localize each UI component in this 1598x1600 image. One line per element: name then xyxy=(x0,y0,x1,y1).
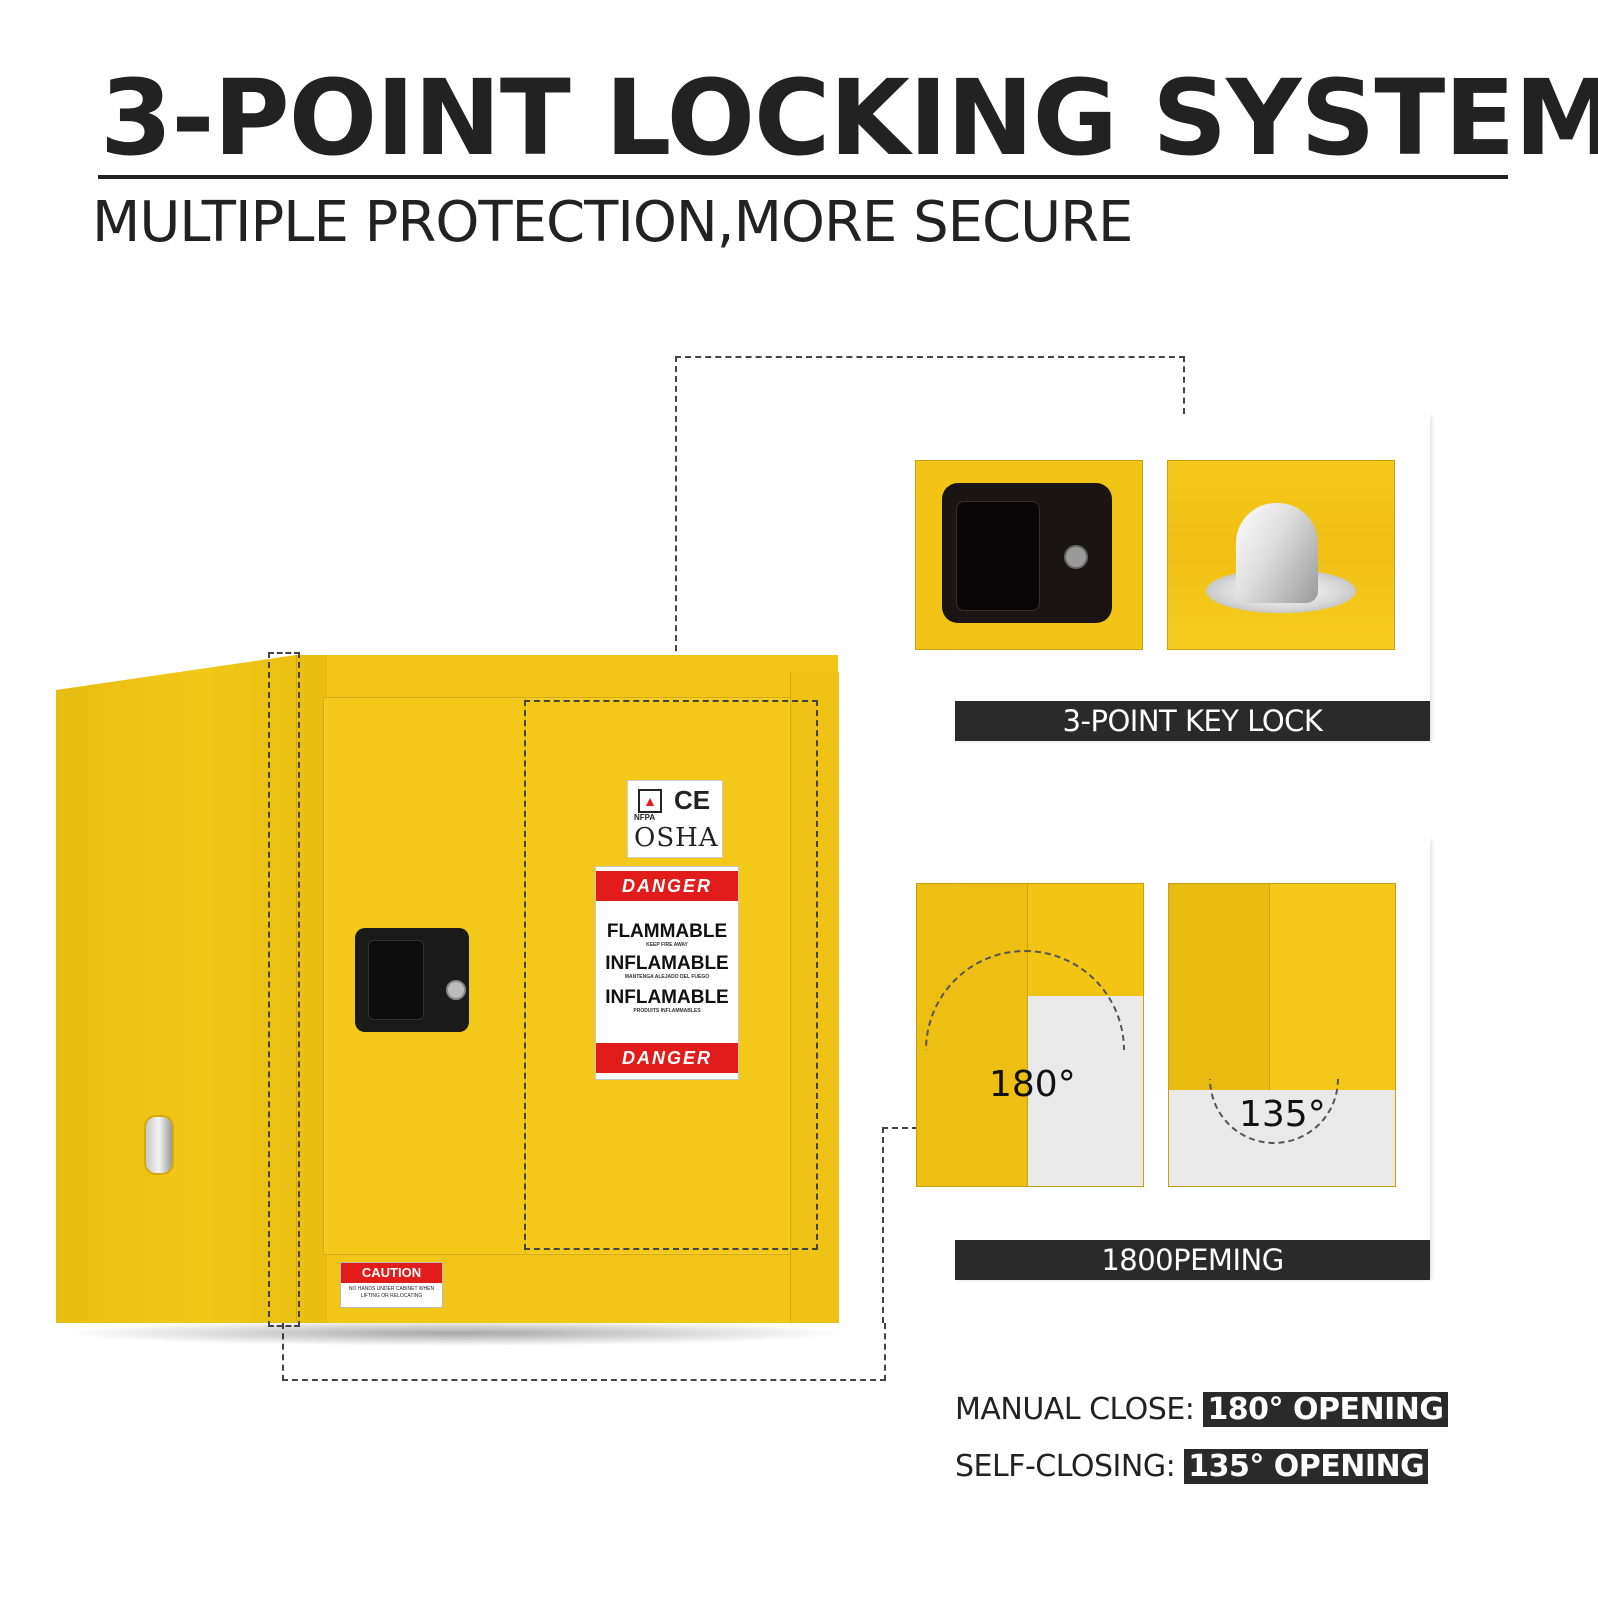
connector-lock-vertical xyxy=(675,356,677,691)
angle-180-label: 180° xyxy=(989,1064,1076,1105)
side-grounding-lug xyxy=(144,1115,174,1175)
caution-text: NO HANDS UNDER CABINET WHEN LIFTING OR R… xyxy=(348,1286,435,1299)
door-135-opening-view: 135° xyxy=(1168,883,1396,1187)
cabinet-right-edge xyxy=(790,672,839,1323)
inflamable-es-subtext: MANTENGA ALEJADO DEL FUEGO xyxy=(624,974,710,980)
latch-bolt-closeup xyxy=(1167,460,1395,650)
cabinet-interior xyxy=(1169,884,1269,1090)
lock-caption-bar: 3-POINT KEY LOCK xyxy=(955,701,1430,741)
danger-banner-top: DANGER xyxy=(596,871,738,901)
connector-hinge-vertical xyxy=(882,1127,884,1323)
connector-lock-drop xyxy=(1183,356,1185,414)
self-closing-value: 135° OPENING xyxy=(1184,1449,1429,1484)
angle-135-label: 135° xyxy=(1239,1094,1326,1135)
hinge-highlight-outline xyxy=(268,652,300,1327)
nfpa-text: NFPA xyxy=(634,813,656,822)
cabinet-key-icon[interactable] xyxy=(446,980,466,1000)
flammable-text: FLAMMABLE xyxy=(606,921,728,942)
cabinet-side-panel xyxy=(56,655,296,1323)
inflamable-es-text: INFLAMABLE xyxy=(605,953,729,974)
nfpa-fire-icon: ▲ xyxy=(638,789,662,813)
connector-lock-horizontal xyxy=(675,356,1185,358)
caution-label: CAUTION NO HANDS UNDER CABINET WHEN LIFT… xyxy=(340,1262,443,1308)
flammable-subtext: KEEP FIRE AWAY xyxy=(646,942,688,948)
door-180-opening-view: 180° xyxy=(916,883,1144,1187)
osha-text: OSHA xyxy=(634,823,719,853)
page-subtitle: MULTIPLE PROTECTION,MORE SECURE xyxy=(92,190,1133,255)
self-closing-label: SELF-CLOSING: xyxy=(955,1449,1176,1484)
self-closing-note: SELF-CLOSING: 135° OPENING xyxy=(955,1449,1429,1484)
door-highlight-outline xyxy=(524,700,818,1250)
ce-mark: CE xyxy=(674,785,711,815)
certification-label: ▲ NFPA CE OSHA xyxy=(627,780,723,858)
key-cylinder-icon xyxy=(1064,545,1088,569)
connector-hinge-horizontal xyxy=(882,1127,918,1129)
paddle-lock-closeup xyxy=(915,460,1143,650)
inflamable-fr-subtext: PRODUITS INFLAMMABLES xyxy=(633,1008,701,1014)
danger-flammable-label: DANGER FLAMMABLE KEEP FIRE AWAY INFLAMAB… xyxy=(595,866,739,1080)
manual-close-value: 180° OPENING xyxy=(1203,1392,1448,1427)
inflamable-fr-text: INFLAMABLE xyxy=(605,987,729,1008)
title-underline xyxy=(98,175,1508,179)
manual-close-label: MANUAL CLOSE: xyxy=(955,1392,1195,1427)
page-title: 3-POINT LOCKING SYSTEM xyxy=(100,57,1598,179)
partially-open-door xyxy=(1269,884,1395,1090)
latch-bolt xyxy=(1236,503,1318,603)
cabinet-hinge-edge xyxy=(296,655,327,1323)
paddle-handle xyxy=(956,501,1040,611)
cabinet-shadow xyxy=(60,1320,850,1346)
manual-close-note: MANUAL CLOSE: 180° OPENING xyxy=(955,1392,1448,1427)
danger-banner-bottom: DANGER xyxy=(596,1043,738,1073)
connector-hinge-box xyxy=(282,1323,886,1381)
caution-title: CAUTION xyxy=(341,1263,442,1283)
cabinet-lock-paddle-handle[interactable] xyxy=(368,940,424,1020)
opening-caption-bar: 1800PEMING xyxy=(955,1240,1430,1280)
